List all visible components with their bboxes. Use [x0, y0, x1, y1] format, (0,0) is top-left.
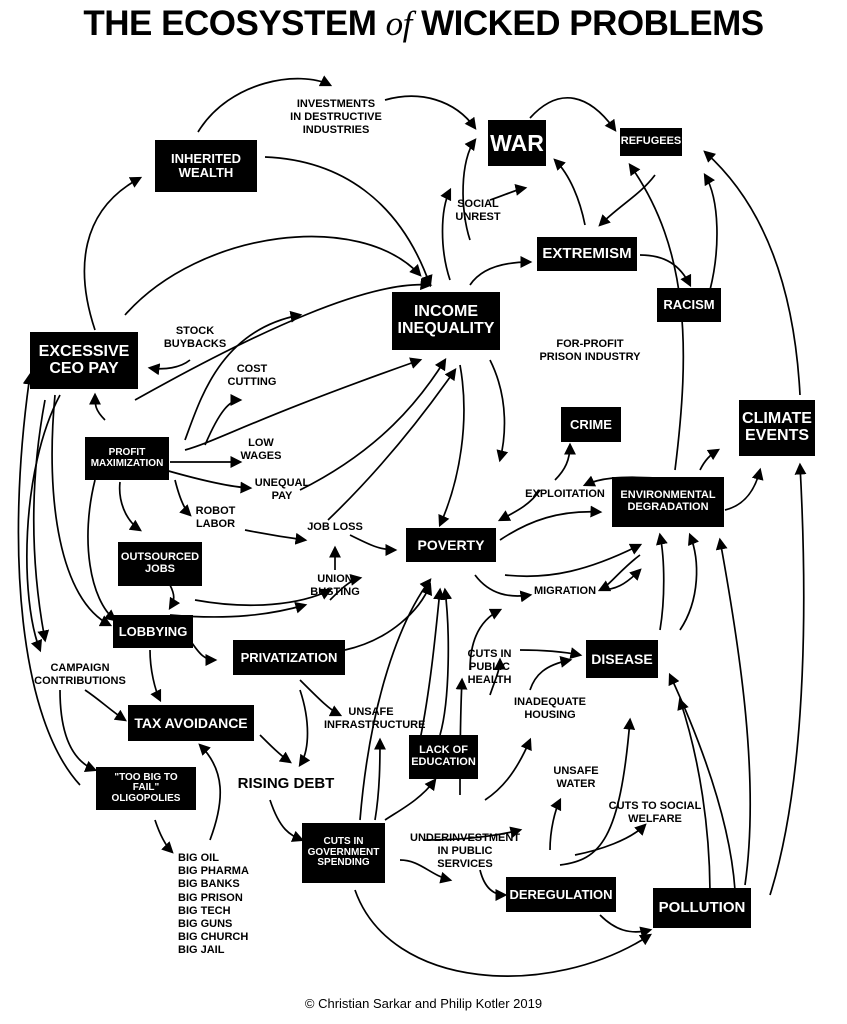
pollution-box: POLLUTION — [653, 888, 751, 928]
climate-events-box: CLIMATE EVENTS — [739, 400, 815, 456]
copyright: © Christian Sarkar and Philip Kotler 201… — [304, 996, 543, 1011]
label-cost-cutting: COST CUTTING — [227, 363, 277, 389]
disease-box: DISEASE — [586, 640, 658, 678]
cuts-government-spending-box: CUTS IN GOVERNMENT SPENDING — [302, 823, 385, 883]
label-unsafe-infrastructure: UNSAFE INFRASTRUCTURE — [324, 706, 426, 732]
profit-maximization-box: PROFIT MAXIMIZATION — [85, 437, 169, 480]
label-investments: INVESTMENTS IN DESTRUCTIVE INDUSTRIES — [290, 98, 382, 137]
label-low-wages: LOW WAGES — [240, 437, 282, 463]
lobbying-box: LOBBYING — [113, 615, 193, 648]
label-campaign-contributions: CAMPAIGN CONTRIBUTIONS — [34, 662, 126, 688]
label-union-busting: UNION BUSTING — [310, 573, 360, 599]
excessive-ceo-pay-box: EXCESSIVE CEO PAY — [30, 332, 138, 389]
label-unsafe-water: UNSAFE WATER — [553, 765, 599, 791]
label-rising-debt: RISING DEBT — [237, 775, 335, 792]
income-inequality-box: INCOME INEQUALITY — [392, 292, 500, 350]
label-job-loss: JOB LOSS — [307, 521, 363, 533]
label-robot-labor: ROBOT LABOR — [195, 505, 236, 531]
page-title: THE ECOSYSTEM of WICKED PROBLEMS — [83, 4, 764, 43]
label-for-profit-prison: FOR-PROFIT PRISON INDUSTRY — [539, 338, 641, 364]
poverty-box: POVERTY — [406, 528, 496, 562]
inherited-wealth-box: INHERITED WEALTH — [155, 140, 257, 192]
label-big-list: BIG OIL BIG PHARMA BIG BANKS BIG PRISON … — [178, 852, 249, 957]
lack-of-education-box: LACK OF EDUCATION — [409, 735, 478, 779]
refugees-box: REFUGEES — [620, 128, 682, 156]
war-box: WAR — [488, 120, 546, 166]
tax-avoidance-box: TAX AVOIDANCE — [128, 705, 254, 741]
label-inadequate-housing: INADEQUATE HOUSING — [514, 696, 586, 722]
extremism-box: EXTREMISM — [537, 237, 637, 271]
environmental-degradation-box: ENVIRONMENTAL DEGRADATION — [612, 477, 724, 527]
too-big-to-fail-box: "TOO BIG TO FAIL" OLIGOPOLIES — [96, 767, 196, 810]
label-unequal-pay: UNEQUAL PAY — [254, 477, 310, 503]
label-social-unrest: SOCIAL UNREST — [455, 198, 501, 224]
deregulation-box: DEREGULATION — [506, 877, 616, 912]
label-stock-buybacks: STOCK BUYBACKS — [163, 325, 227, 351]
label-migration: MIGRATION — [533, 585, 597, 597]
privatization-box: PRIVATIZATION — [233, 640, 345, 675]
outsourced-jobs-box: OUTSOURCED JOBS — [118, 542, 202, 586]
label-exploitation: EXPLOITATION — [525, 488, 605, 500]
racism-box: RACISM — [657, 288, 721, 322]
crime-box: CRIME — [561, 407, 621, 442]
label-cuts-social-welfare: CUTS TO SOCIAL WELFARE — [608, 800, 702, 826]
label-cuts-public-health: CUTS IN PUBLIC HEALTH — [467, 648, 512, 687]
label-underinvestment: UNDERINVESTMENT IN PUBLIC SERVICES — [410, 832, 521, 871]
